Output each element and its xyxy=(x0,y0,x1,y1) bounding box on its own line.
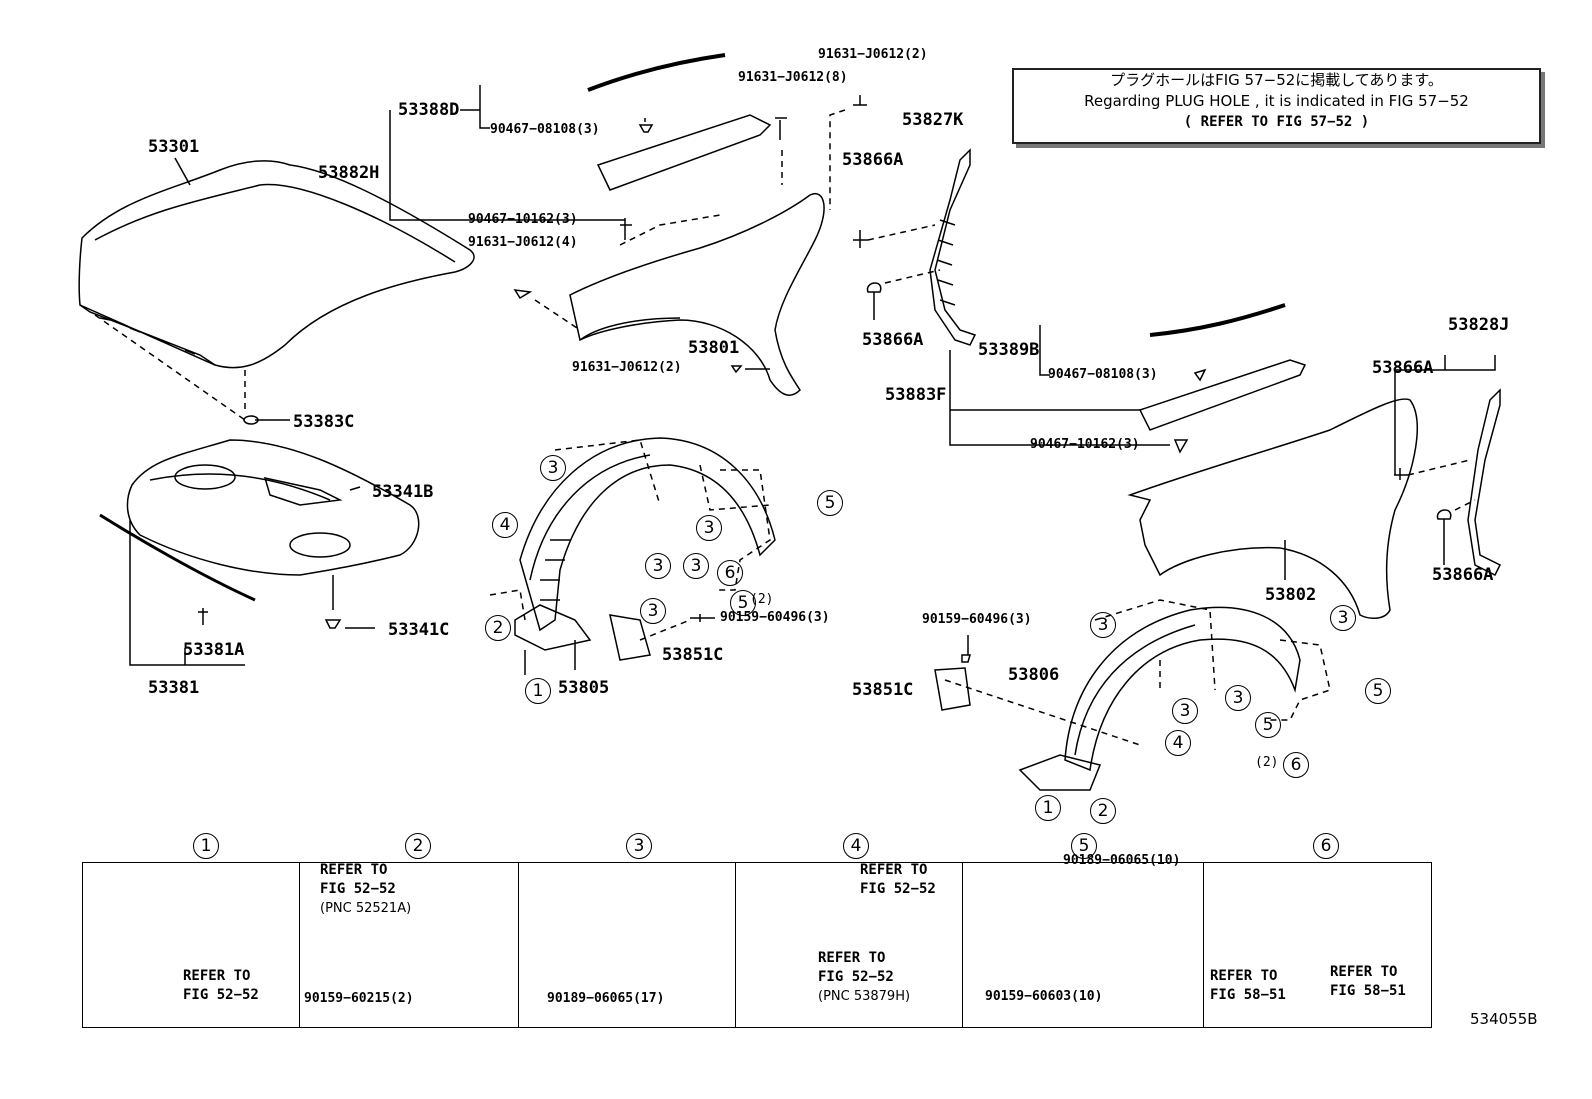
callout-3: 3 xyxy=(540,455,566,481)
callout-6: 6 xyxy=(717,560,743,586)
seal-53828j-drawing xyxy=(1394,355,1502,577)
part-label-91631-j0612-2-mid[interactable]: 91631−J0612(2) xyxy=(572,360,682,375)
inset-number-5: 5 xyxy=(1071,833,1097,859)
callout-3: 3 xyxy=(640,598,666,624)
part-label-53866a-a[interactable]: 53866A xyxy=(842,150,904,170)
callout-3: 3 xyxy=(1225,685,1251,711)
part-label-91631-j0612-2-top[interactable]: 91631−J0612(2) xyxy=(818,47,928,62)
plug-hole-note: プラグホールはFIG 57−52に掲載してあります。 Regarding PLU… xyxy=(1012,68,1541,144)
inset-2-part[interactable]: 90159−60215(2) xyxy=(304,991,414,1006)
inset-number-1: 1 xyxy=(193,833,219,859)
part-label-53828j[interactable]: 53828J xyxy=(1448,315,1510,335)
part-label-53851c-b[interactable]: 53851C xyxy=(852,680,914,700)
callout-5: 5 xyxy=(1255,712,1281,738)
inset-number-2: 2 xyxy=(405,833,431,859)
inset-panel-5: 90189−06065(10) 90159−60603(10) xyxy=(962,853,1205,1028)
callout-2: 2 xyxy=(1090,798,1116,824)
part-label-90467-10162-a[interactable]: 90467−10162(3) xyxy=(468,212,578,227)
inset-5-part-b[interactable]: 90159−60603(10) xyxy=(985,989,1103,1004)
part-label-53866a-d[interactable]: 53866A xyxy=(1432,565,1494,585)
part-label-53866a-c[interactable]: 53866A xyxy=(1372,358,1434,378)
inset-number-6: 6 xyxy=(1313,833,1339,859)
inset-5-part-a[interactable]: 90189−06065(10) xyxy=(1063,853,1181,868)
part-label-53866a-b[interactable]: 53866A xyxy=(862,330,924,350)
left-liner-drawing xyxy=(489,437,776,675)
callout-6: 6 xyxy=(1283,752,1309,778)
part-label-53389b[interactable]: 53389B xyxy=(978,340,1040,360)
note-line-english: Regarding PLUG HOLE , it is indicated in… xyxy=(1084,92,1469,110)
callout-5: 5 xyxy=(730,590,756,616)
part-label-53341b[interactable]: 53341B xyxy=(372,482,434,502)
part-label-53883f[interactable]: 53883F xyxy=(885,385,947,405)
callout-4: 4 xyxy=(492,512,518,538)
callout-5: 5 xyxy=(1365,678,1391,704)
part-label-90159-60496-b[interactable]: 90159−60496(3) xyxy=(922,612,1032,627)
inset-panel-3: 90189−06065(17) xyxy=(518,862,737,1028)
part-label-90467-08108-b[interactable]: 90467−08108(3) xyxy=(1048,367,1158,382)
inset-3-part[interactable]: 90189−06065(17) xyxy=(547,991,665,1006)
callout-3: 3 xyxy=(1090,612,1116,638)
qty-label-b: (2) xyxy=(1255,755,1279,770)
right-liner-drawing xyxy=(934,599,1331,791)
callout-3: 3 xyxy=(1330,605,1356,631)
part-label-53802[interactable]: 53802 xyxy=(1265,585,1317,605)
left-fender-drawing xyxy=(389,53,867,396)
part-label-53851c-a[interactable]: 53851C xyxy=(662,645,724,665)
callout-3: 3 xyxy=(645,553,671,579)
callout-4: 4 xyxy=(1165,730,1191,756)
callout-2: 2 xyxy=(485,615,511,641)
part-label-53388d[interactable]: 53388D xyxy=(398,100,460,120)
part-label-53801[interactable]: 53801 xyxy=(688,338,740,358)
callout-5: 5 xyxy=(817,490,843,516)
part-label-91631-j0612-4[interactable]: 91631−J0612(4) xyxy=(468,235,578,250)
callout-1: 1 xyxy=(1035,795,1061,821)
callout-3: 3 xyxy=(696,515,722,541)
callout-3: 3 xyxy=(1172,698,1198,724)
seal-53827k-drawing xyxy=(853,148,977,346)
inset-number-4: 4 xyxy=(843,833,869,859)
part-label-53381a[interactable]: 53381A xyxy=(183,640,245,660)
part-label-53341c[interactable]: 53341C xyxy=(388,620,450,640)
right-fender-drawing xyxy=(949,303,1418,620)
part-label-53381[interactable]: 53381 xyxy=(148,678,200,698)
callout-3: 3 xyxy=(683,553,709,579)
part-label-90467-10162-b[interactable]: 90467−10162(3) xyxy=(1030,437,1140,452)
part-label-53806[interactable]: 53806 xyxy=(1008,665,1060,685)
part-label-53805[interactable]: 53805 xyxy=(558,678,610,698)
figure-code: 534055B xyxy=(1470,1010,1538,1028)
hood-insulator-drawing xyxy=(99,439,420,666)
hood-drawing xyxy=(78,157,475,425)
part-label-53301[interactable]: 53301 xyxy=(148,137,200,157)
inset-number-3: 3 xyxy=(626,833,652,859)
callout-1: 1 xyxy=(525,678,551,704)
note-line-japanese: プラグホールはFIG 57−52に掲載してあります。 xyxy=(1110,71,1443,89)
part-label-90467-08108-a[interactable]: 90467−08108(3) xyxy=(490,122,600,137)
part-label-53882h[interactable]: 53882H xyxy=(318,163,380,183)
part-label-91631-j0612-8[interactable]: 91631−J0612(8) xyxy=(738,70,848,85)
part-label-53383c[interactable]: 53383C xyxy=(293,412,355,432)
note-refer-line: ( REFER TO FIG 57−52 ) xyxy=(1183,114,1370,130)
part-label-53827k[interactable]: 53827K xyxy=(902,110,964,130)
